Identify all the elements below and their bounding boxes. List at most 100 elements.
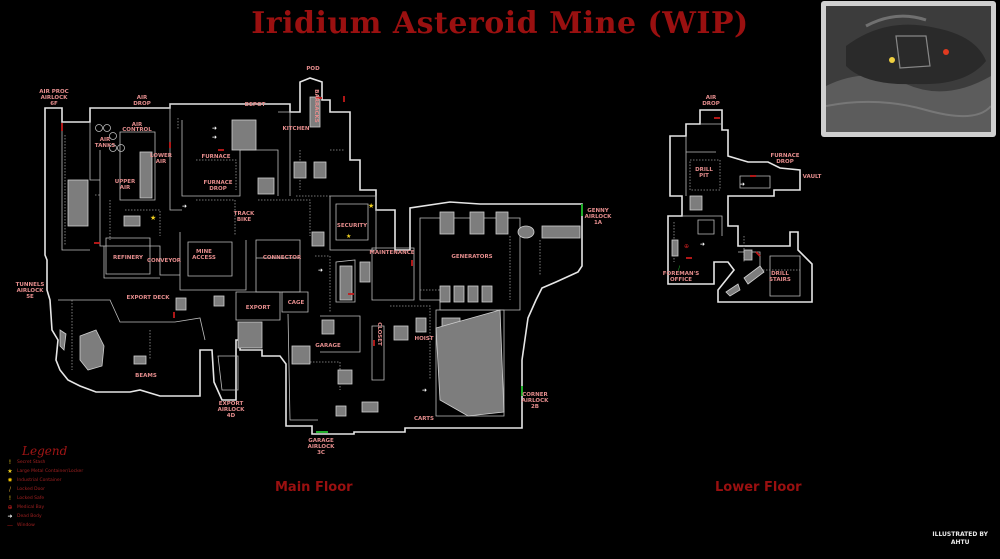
window-icon: — xyxy=(7,522,13,529)
legend-item: / Locked Door xyxy=(6,485,136,494)
svg-text:AIRLOCK: AIRLOCK xyxy=(41,95,69,101)
label-maintenance: MAINTENANCE xyxy=(369,250,414,256)
label-air-proc-airlock: AIR PROC xyxy=(39,89,68,95)
legend-item: !Locked Safe xyxy=(6,494,136,503)
dead-body-marker: ➜ xyxy=(318,267,323,274)
label-garage-airlock: GARAGE xyxy=(308,438,334,444)
label-generators: GENERATORS xyxy=(451,254,492,260)
svg-text:OFFICE: OFFICE xyxy=(670,277,692,283)
svg-text:CONTROL: CONTROL xyxy=(122,127,152,133)
svg-text:DROP: DROP xyxy=(776,159,794,165)
svg-text:ACCESS: ACCESS xyxy=(192,255,216,261)
label-garage: GARAGE xyxy=(315,343,341,349)
label-kitchen: KITCHEN xyxy=(282,126,309,132)
lower-floor-plan xyxy=(667,109,813,303)
svg-text:AIRLOCK: AIRLOCK xyxy=(522,398,550,404)
label-lower-furnace-drop: FURNACE xyxy=(770,153,799,159)
svg-text:3C: 3C xyxy=(317,450,325,456)
svg-text:AIRLOCK: AIRLOCK xyxy=(585,214,613,220)
legend-item: ★ Large Metal Container/Locker xyxy=(6,467,136,476)
legend: Legend ! Secret Stash ★ Large Metal Contain… xyxy=(6,444,136,530)
label-furnace-drop: FURNACE xyxy=(203,180,232,186)
map-title: Iridium Asteroid Mine (WIP) xyxy=(251,6,749,41)
large-container-icon: ★ xyxy=(7,468,13,475)
label-tunnels-airlock: TUNNELS xyxy=(16,282,45,288)
svg-text:TANKS: TANKS xyxy=(95,143,115,149)
container-marker: ★ xyxy=(346,233,351,240)
label-security: SECURITY xyxy=(337,223,368,229)
svg-text:DROP: DROP xyxy=(209,186,227,192)
legend-item: ! Secret Stash xyxy=(6,458,136,467)
label-hoist: HOIST xyxy=(414,336,433,342)
svg-text:AIR: AIR xyxy=(156,159,167,165)
label-barracks: BARRACKS xyxy=(313,89,319,122)
label-carts: CARTS xyxy=(414,416,434,422)
asteroid-illustration xyxy=(826,6,991,132)
asteroid-photo-image xyxy=(826,6,991,132)
dead-body-marker: ➜ xyxy=(422,387,427,394)
legend-label: Locked Door xyxy=(17,487,45,492)
svg-text:AIRLOCK: AIRLOCK xyxy=(218,407,246,413)
legend-label: Secret Stash xyxy=(17,460,46,465)
locked-door-icon: / xyxy=(8,486,12,493)
label-refinery: REFINERY xyxy=(113,255,144,261)
label-foremans-office: FOREMAN'S xyxy=(663,271,699,277)
legend-label: Dead Body xyxy=(17,514,42,519)
label-export: EXPORT xyxy=(246,305,271,311)
label-depot: DEPOT xyxy=(245,102,266,108)
svg-text:1A: 1A xyxy=(594,220,603,226)
label-pod: POD xyxy=(306,66,320,72)
svg-text:STAIRS: STAIRS xyxy=(769,277,791,283)
dead-body-marker: ➜ xyxy=(212,134,217,141)
svg-text:6F: 6F xyxy=(50,101,58,107)
legend-item: ➜ Dead Body xyxy=(6,512,136,521)
dead-body-icon: ➜ xyxy=(7,513,13,520)
svg-text:AIR: AIR xyxy=(120,185,131,191)
legend-label: Window xyxy=(17,523,35,528)
svg-text:5E: 5E xyxy=(26,294,34,300)
svg-text:4D: 4D xyxy=(227,413,236,419)
legend-title: Legend xyxy=(22,444,68,458)
legend-label: Large Metal Container/Locker xyxy=(17,469,84,474)
lower-floor-caption: Lower Floor xyxy=(715,480,802,495)
secret-stash-icon: ! xyxy=(8,459,12,466)
label-lower-air: LOWER xyxy=(150,153,173,159)
label-cage: CAGE xyxy=(288,300,305,306)
svg-text:DROP: DROP xyxy=(702,101,720,107)
container-marker: ★ xyxy=(368,202,374,210)
label-upper-air: UPPER xyxy=(115,179,136,185)
dead-body-marker: ➜ xyxy=(212,125,217,132)
container-marker: ★ xyxy=(150,214,156,222)
label-closet: CLOSET xyxy=(376,322,382,346)
credit-author: AHTU xyxy=(950,539,970,546)
medical-bay-marker: ⊕ xyxy=(684,243,689,250)
label-furnace: FURNACE xyxy=(201,154,230,160)
legend-item: ⊕ Medical Bay xyxy=(6,503,136,512)
label-connector: CONNECTOR xyxy=(263,255,302,261)
legend-label: Locked Safe xyxy=(17,496,45,501)
label-vault: VAULT xyxy=(803,174,822,180)
svg-text:BIKE: BIKE xyxy=(237,217,252,223)
label-track-bike: TRACK xyxy=(234,211,255,217)
legend-item: ✸Industrial Container xyxy=(6,476,136,485)
label-mine-access: MINE xyxy=(196,249,212,255)
medical-bay-icon: ⊕ xyxy=(7,504,13,511)
svg-text:AIRLOCK: AIRLOCK xyxy=(308,444,336,450)
legend-label: Medical Bay xyxy=(17,505,45,510)
credit: ILLUSTRATED BY AHTU xyxy=(932,531,988,547)
label-export-airlock: EXPORT xyxy=(219,401,244,407)
map-markers: ★ ★ ★ ➜ ➜ ➜ ➜ ➜ ➜ ➜ ⊕ / xyxy=(150,125,745,394)
room-labels: AIR PROC AIRLOCK 6F AIR DROP AIR CONTROL… xyxy=(16,66,822,456)
label-corner-airlock: CORNER xyxy=(522,392,548,398)
label-export-deck: EXPORT DECK xyxy=(127,295,171,301)
main-floor-plan xyxy=(44,77,583,435)
legend-item: — Window xyxy=(6,521,136,530)
dead-body-marker: ➜ xyxy=(700,241,705,248)
label-air-tanks: AIR xyxy=(100,137,111,143)
label-air-control: AIR xyxy=(132,122,143,128)
asteroid-photo xyxy=(821,1,996,137)
industrial-container-icon: ✸ xyxy=(7,477,13,484)
label-beams: BEAMS xyxy=(135,373,157,379)
dead-body-marker: ➜ xyxy=(740,181,745,188)
